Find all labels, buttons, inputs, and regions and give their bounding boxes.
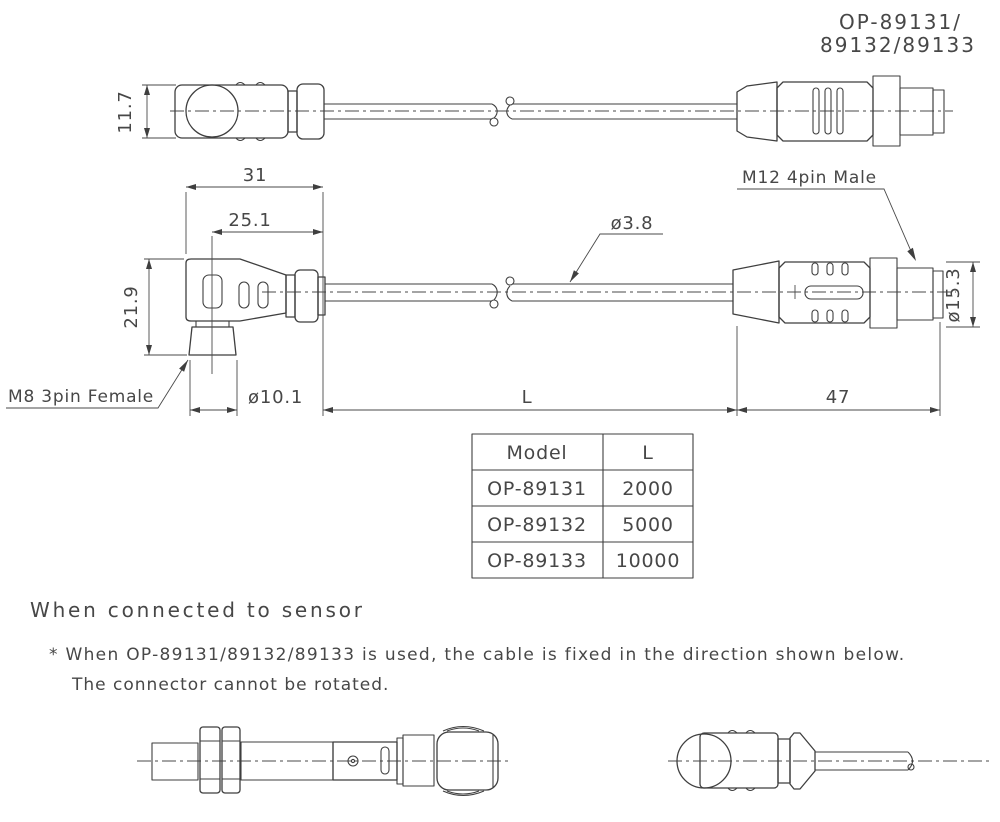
table-cell-model-3: OP-89133: [487, 550, 587, 572]
table-header-model: Model: [506, 442, 567, 464]
model-table: Model L OP-89131 2000 OP-89132 5000 OP-8…: [471, 433, 694, 579]
table-cell-l-1: 2000: [622, 478, 674, 500]
table-cell-model-2: OP-89132: [487, 514, 587, 536]
dimension-47: 47: [826, 387, 851, 408]
top-assembly-view: 11.7: [115, 75, 953, 147]
label-m12-4pin-male: M12 4pin Male: [742, 168, 877, 188]
title-line2: 89132/89133: [820, 33, 976, 57]
dimension-25-1: 25.1: [228, 210, 271, 231]
right-angle-connector-drawing: [668, 729, 992, 792]
title-line1: OP-89131/: [839, 10, 962, 34]
table-header-l: L: [642, 442, 653, 464]
dimension-cable-diameter: ø3.8: [611, 213, 654, 234]
label-m8-3pin-female: M8 3pin Female: [8, 387, 154, 407]
dimensioned-side-view: M12 4pin Male ø3.8 M8 3pin Female 31 25.…: [6, 165, 980, 416]
dimension-L: L: [522, 387, 533, 408]
note-line2: The connector cannot be rotated.: [71, 675, 389, 695]
section-heading: When connected to sensor: [30, 598, 365, 622]
dimension-10-1: ø10.1: [248, 387, 303, 408]
dimension-15-3: ø15.3: [943, 267, 964, 322]
table-cell-l-2: 5000: [622, 514, 674, 536]
dimension-21-9: 21.9: [121, 285, 142, 328]
table-cell-model-1: OP-89131: [487, 478, 587, 500]
table-cell-l-3: 10000: [616, 550, 680, 572]
dimension-31: 31: [243, 165, 268, 186]
note-line1: * When OP-89131/89132/89133 is used, the…: [49, 645, 905, 665]
sensor-with-connector-drawing: [137, 725, 512, 797]
dimension-11-7: 11.7: [115, 90, 136, 133]
